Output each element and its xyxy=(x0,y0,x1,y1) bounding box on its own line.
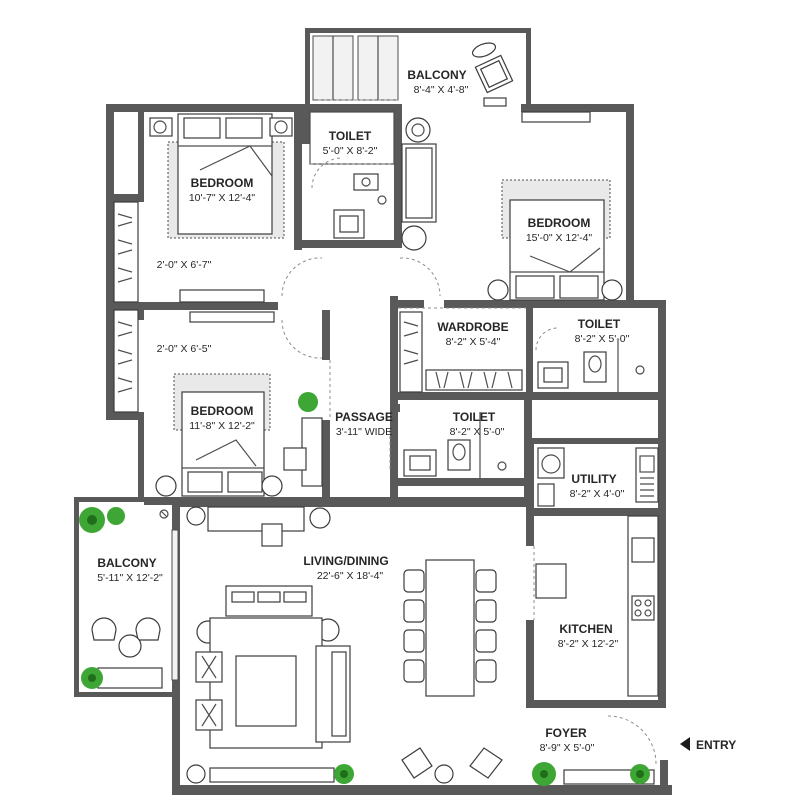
label-toilet-1: TOILET xyxy=(329,129,372,143)
top-balcony xyxy=(312,35,514,107)
dim-foyer: 8'-9" X 5'-0" xyxy=(540,742,595,754)
dim-toilet-2: 8'-2" X 5'-0" xyxy=(575,333,630,345)
label-passage: PASSAGE xyxy=(335,410,393,424)
foyer-fixtures xyxy=(532,715,657,786)
label-kitchen: KITCHEN xyxy=(559,622,612,636)
dim-balcony-top: 8'-4" X 4'-8" xyxy=(414,84,469,96)
room-labels: BALCONY 8'-4" X 4'-8" TOILET 5'-0" X 8'-… xyxy=(97,68,736,754)
dim-toilet-3: 8'-2" X 5'-0" xyxy=(450,426,505,438)
label-wardrobe: WARDROBE xyxy=(437,320,508,334)
label-living: LIVING/DINING xyxy=(303,554,388,568)
dim-utility: 8'-2" X 4'-0" xyxy=(570,488,625,500)
left-balcony-furniture xyxy=(79,507,179,689)
entry-arrow-icon xyxy=(680,737,690,751)
dim-closet-lower: 2'-0" X 6'-5" xyxy=(157,343,212,355)
bedroom-2-furniture xyxy=(401,111,623,301)
kitchen-fixtures xyxy=(533,515,659,697)
plant-living-bottom xyxy=(334,764,354,784)
dim-bedroom-1: 10'-7" X 12'-4" xyxy=(189,192,256,204)
dining-chairs-right xyxy=(475,569,497,683)
dim-toilet-1: 5'-0" X 8'-2" xyxy=(323,145,378,157)
closet-upper xyxy=(113,201,139,303)
plant-foyer-1 xyxy=(532,762,556,786)
dim-bedroom-2: 15'-0" X 12'-4" xyxy=(526,232,593,244)
wardrobe-fixtures xyxy=(398,307,526,393)
label-utility: UTILITY xyxy=(571,472,616,486)
dim-bedroom-3: 11'-8" X 12'-2" xyxy=(189,420,255,432)
label-bedroom-1: BEDROOM xyxy=(191,176,254,190)
label-bedroom-2: BEDROOM xyxy=(528,216,591,230)
plant-foyer-2 xyxy=(630,764,650,784)
utility-fixtures xyxy=(537,447,659,507)
plant-balcony-bottom xyxy=(81,667,103,689)
toilet-2-fixtures xyxy=(535,327,645,392)
label-foyer: FOYER xyxy=(545,726,587,740)
label-toilet-2: TOILET xyxy=(578,317,621,331)
toilet-3-fixtures xyxy=(403,412,507,478)
closet-lower xyxy=(113,309,139,413)
dim-wardrobe: 8'-2" X 5'-4" xyxy=(446,336,501,348)
dim-living: 22'-6" X 18'-4" xyxy=(317,570,384,582)
label-bedroom-3: BEDROOM xyxy=(191,404,254,418)
dim-balcony-left: 5'-11" X 12'-2" xyxy=(97,572,163,584)
dim-passage: 3'-11" WIDE xyxy=(336,426,392,438)
label-entry: ENTRY xyxy=(696,738,736,752)
dining-chairs-left xyxy=(403,569,425,683)
bedroom-1-furniture xyxy=(149,113,293,303)
plant-balcony-top xyxy=(79,507,125,533)
walls xyxy=(74,28,672,795)
dim-kitchen: 8'-2" X 12'-2" xyxy=(558,638,619,650)
dim-closet-upper: 2'-0" X 6'-7" xyxy=(157,259,212,271)
living-dining-furniture xyxy=(186,506,503,784)
toilet-1-fixtures xyxy=(309,111,395,239)
label-balcony-left: BALCONY xyxy=(97,556,156,570)
label-balcony-top: BALCONY xyxy=(407,68,466,82)
label-toilet-3: TOILET xyxy=(453,410,496,424)
passage-doors xyxy=(281,257,441,470)
bedroom-3-furniture xyxy=(155,311,323,497)
